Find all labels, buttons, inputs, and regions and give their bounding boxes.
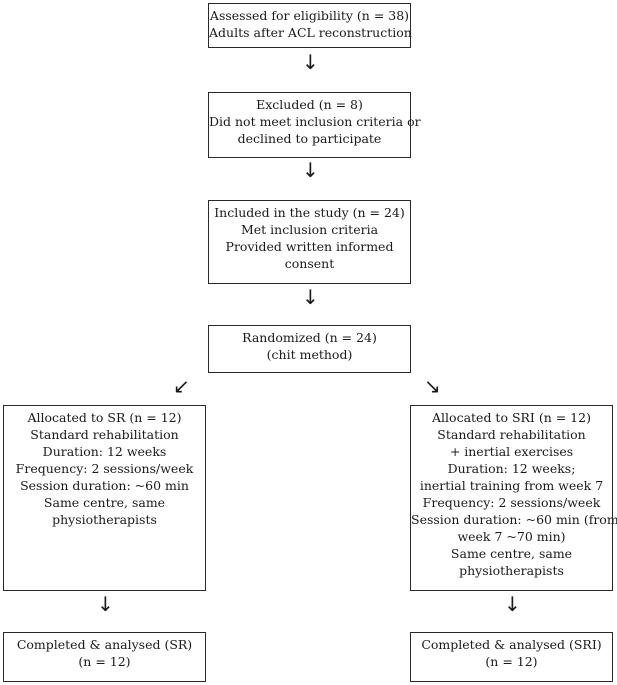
- excluded-title: Excluded (n = 8): [256, 97, 363, 112]
- included-consent-1: Provided written informed: [225, 239, 394, 254]
- arrow-down-right-icon: ↘: [424, 374, 441, 398]
- assessed-population: Adults after ACL reconstruction: [209, 25, 412, 40]
- arrow-down-icon: ↓: [504, 592, 521, 616]
- allocated-sr-line: Standard rehabilitation: [30, 427, 179, 442]
- allocated-sri-line: Same centre, same: [450, 546, 573, 561]
- excluded-reason-2: declined to participate: [237, 131, 382, 146]
- allocated-sr-line: Frequency: 2 sessions/week: [15, 461, 194, 476]
- included-title: Included in the study (n = 24): [214, 205, 405, 220]
- allocated-sri-line: Frequency: 2 sessions/week: [422, 495, 601, 510]
- completed-sri-count: (n = 12): [485, 654, 538, 669]
- allocated-sri-line: week 7 ~70 min): [457, 529, 566, 544]
- allocated-sri-box: Allocated to SRI (n = 12) Standard rehab…: [410, 405, 617, 591]
- included-consent-2: consent: [284, 256, 335, 271]
- completed-sr-count: (n = 12): [78, 654, 131, 669]
- excluded-reason-1: Did not meet inclusion criteria or: [209, 114, 421, 129]
- allocated-sri-line: Duration: 12 weeks;: [447, 461, 576, 476]
- completed-sri-box: Completed & analysed (SRI) (n = 12): [410, 632, 613, 682]
- allocated-sri-line: Session duration: ~60 min (from: [411, 512, 617, 527]
- completed-sri-title: Completed & analysed (SRI): [421, 637, 602, 652]
- allocated-sri-line: + inertial exercises: [449, 444, 574, 459]
- randomized-box: Randomized (n = 24) (chit method): [208, 325, 411, 373]
- arrow-down-icon: ↓: [302, 285, 319, 309]
- randomized-method: (chit method): [266, 347, 353, 362]
- assessed-eligibility-box: Assessed for eligibility (n = 38) Adults…: [208, 3, 412, 48]
- arrow-down-left-icon: ↙: [173, 374, 190, 398]
- allocated-sri-line: Standard rehabilitation: [437, 427, 586, 442]
- completed-sr-title: Completed & analysed (SR): [16, 637, 193, 652]
- completed-sr-box: Completed & analysed (SR) (n = 12): [3, 632, 206, 682]
- excluded-box: Excluded (n = 8) Did not meet inclusion …: [208, 92, 421, 158]
- allocated-sr-line: Same centre, same: [43, 495, 166, 510]
- arrow-down-icon: ↓: [302, 50, 319, 74]
- included-box: Included in the study (n = 24) Met inclu…: [208, 200, 411, 284]
- arrow-down-icon: ↓: [302, 158, 319, 182]
- allocated-sri-line: inertial training from week 7: [419, 478, 604, 493]
- allocated-sr-line: Session duration: ~60 min: [20, 478, 189, 493]
- allocated-sr-line: Duration: 12 weeks: [42, 444, 167, 459]
- allocated-sr-title: Allocated to SR (n = 12): [27, 410, 182, 425]
- allocated-sri-title: Allocated to SRI (n = 12): [432, 410, 591, 425]
- assessed-title: Assessed for eligibility (n = 38): [209, 8, 410, 23]
- arrow-down-icon: ↓: [97, 592, 114, 616]
- randomized-title: Randomized (n = 24): [242, 330, 377, 345]
- allocated-sri-line: physiotherapists: [459, 563, 564, 578]
- allocated-sr-box: Allocated to SR (n = 12) Standard rehabi…: [3, 405, 206, 591]
- included-criteria: Met inclusion criteria: [240, 222, 379, 237]
- allocated-sr-line: physiotherapists: [52, 512, 157, 527]
